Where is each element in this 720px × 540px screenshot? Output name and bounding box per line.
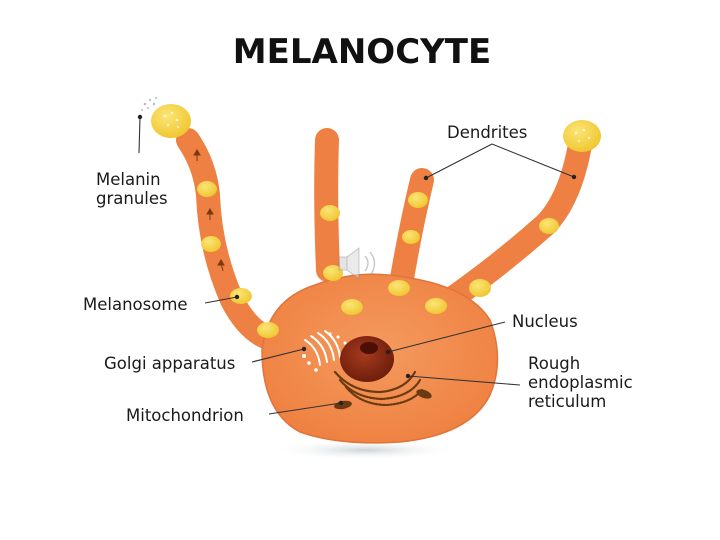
transport-arrows [193,149,225,272]
leader-mitochondrion [268,402,342,415]
melanosome [197,181,217,197]
released-granules [141,97,157,111]
melanosome [539,218,559,234]
melanosome [230,288,252,304]
page-title: MELANOCYTE [233,32,491,72]
melanosome [257,322,279,338]
melanosome [388,280,410,296]
leader-melanosome [204,296,238,304]
golgi-apparatus [304,330,341,366]
melanin-dots [163,111,591,143]
leader-golgi [251,348,305,363]
cell-shadow [270,440,460,460]
leader-dendrites-right [491,143,575,178]
label-rer-line1: Rough [528,354,580,373]
mitochondrion [416,389,432,399]
melanosome [408,192,428,208]
melanosomes [197,181,559,338]
melanosome [320,205,340,221]
dendrite-right-outer [438,133,592,312]
label-nucleus: Nucleus [512,312,578,331]
melanin-cap-right [563,120,601,152]
label-rer-line3: reticulum [528,392,606,411]
melanosome [201,236,221,252]
label-golgi: Golgi apparatus [104,354,235,373]
nucleus [340,336,394,382]
label-melanin-line2: granules [96,189,168,208]
label-melanin-line1: Melanin [96,170,161,189]
label-mitochondrion: Mitochondrion [126,406,244,425]
speaker-icon[interactable] [338,247,376,280]
melanin-cap-left [151,104,191,138]
leader-nucleus [387,321,506,353]
label-dendrites: Dendrites [447,123,527,142]
leader-melanin [138,116,141,154]
dendrite-center [314,128,340,282]
nucleolus [360,342,378,354]
melanosome [425,298,447,314]
golgi-vesicles [302,332,347,372]
leader-rer [407,375,521,386]
melanosome [323,265,343,281]
dendrite-left [176,128,287,352]
melanosome [469,279,491,297]
leader-dendrites-left [425,143,493,179]
label-melanosome: Melanosome [83,295,188,314]
label-rer-line2: endoplasmic [528,373,633,392]
melanosome [402,230,420,244]
leader-lines [137,114,577,415]
rough-er [333,370,424,407]
melanosome [341,299,363,315]
